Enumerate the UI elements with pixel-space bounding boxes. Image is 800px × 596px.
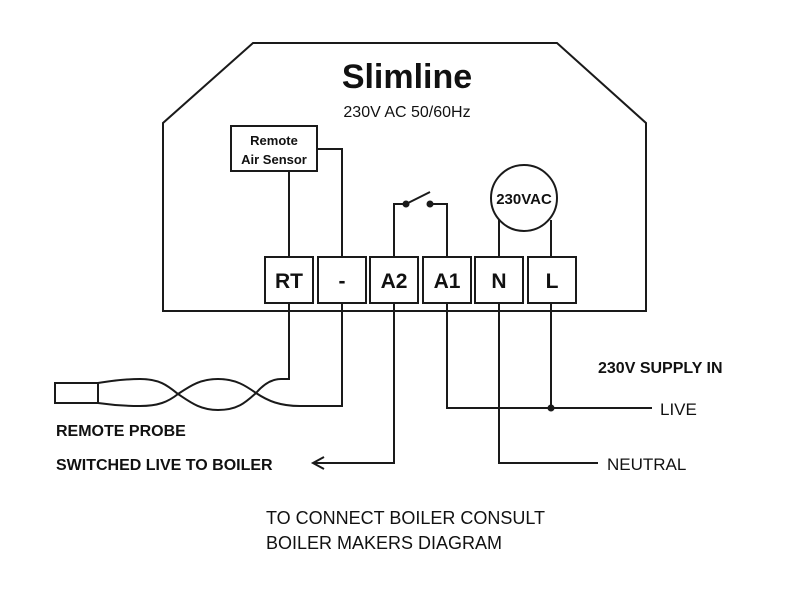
terminal-a1: A1 <box>422 256 472 304</box>
device-rating: 230V AC 50/60Hz <box>343 104 470 121</box>
live-junction-dot <box>547 404 555 412</box>
power-symbol-circle <box>490 164 558 232</box>
probe-wire-minus <box>97 303 343 408</box>
boiler-switched-live-wire <box>314 303 395 464</box>
neutral-label: NEUTRAL <box>607 455 686 474</box>
sensor-label-line2: Air Sensor <box>241 152 307 167</box>
power-symbol-label: 230VAC <box>496 191 552 208</box>
switch-contact-left <box>402 200 410 208</box>
terminal-rt: RT <box>264 256 314 304</box>
remote-probe-body <box>54 382 99 404</box>
switch-wire-a2 <box>393 203 406 257</box>
terminal-minus: - <box>317 256 367 304</box>
terminal-label: - <box>339 270 346 293</box>
live-wire-a1 <box>446 303 652 409</box>
sensor-label-line1: Remote <box>250 133 298 148</box>
terminal-label: A1 <box>434 270 461 293</box>
enclosure-outline <box>162 42 647 312</box>
neutral-wire <box>498 303 598 464</box>
terminal-label: N <box>491 270 506 293</box>
switch-wire-a1 <box>430 203 448 257</box>
probe-wire-rt <box>97 303 290 412</box>
note-line1: TO CONNECT BOILER CONSULT <box>266 508 545 528</box>
switch-contact-right <box>426 200 434 208</box>
terminal-a2: A2 <box>369 256 419 304</box>
sensor-wire-minus <box>317 148 343 257</box>
supply-heading: 230V SUPPLY IN <box>598 360 723 377</box>
device-title: Slimline <box>342 58 472 96</box>
note-line2: BOILER MAKERS DIAGRAM <box>266 533 502 553</box>
live-label: LIVE <box>660 400 697 419</box>
boiler-label: SWITCHED LIVE TO BOILER <box>56 457 273 474</box>
terminal-l: L <box>527 256 577 304</box>
switch-arm <box>405 191 431 205</box>
terminal-label: RT <box>275 270 303 293</box>
terminal-n: N <box>474 256 524 304</box>
boiler-arrow-head-icon <box>310 456 325 470</box>
terminal-label: A2 <box>381 270 408 293</box>
remote-probe-label: REMOTE PROBE <box>56 423 186 440</box>
terminal-label: L <box>546 270 559 293</box>
